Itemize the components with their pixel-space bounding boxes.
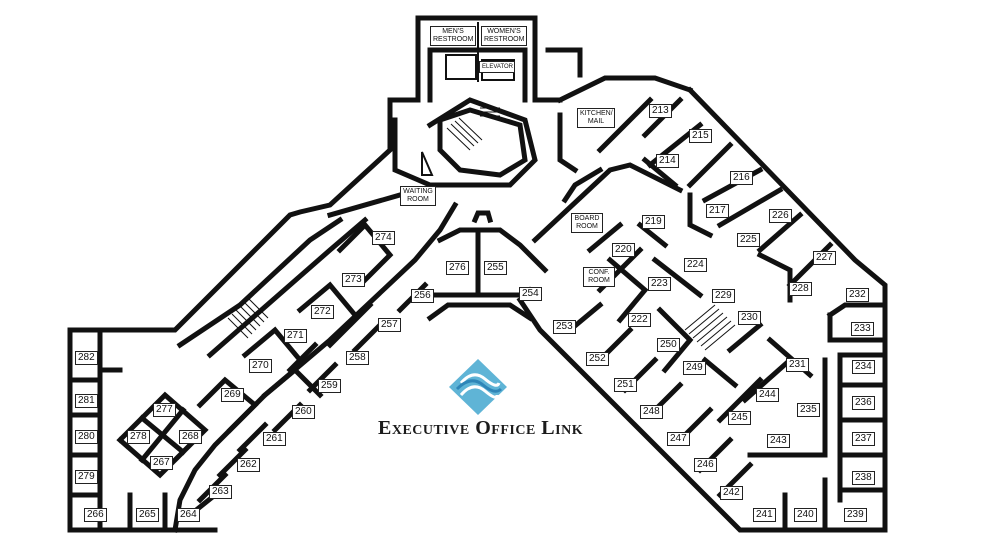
room-242[interactable]: 242 xyxy=(720,486,743,500)
room-236[interactable]: 236 xyxy=(852,396,875,410)
room-257[interactable]: 257 xyxy=(378,318,401,332)
room-258[interactable]: 258 xyxy=(346,351,369,365)
room-266[interactable]: 266 xyxy=(84,508,107,522)
room-219[interactable]: 219 xyxy=(642,215,665,229)
room-243[interactable]: 243 xyxy=(767,434,790,448)
room-250[interactable]: 250 xyxy=(657,338,680,352)
room-220[interactable]: 220 xyxy=(612,243,635,257)
room-265[interactable]: 265 xyxy=(136,508,159,522)
room-272[interactable]: 272 xyxy=(311,305,334,319)
room-224[interactable]: 224 xyxy=(684,258,707,272)
room-216[interactable]: 216 xyxy=(730,171,753,185)
room-213[interactable]: 213 xyxy=(649,104,672,118)
room-271[interactable]: 271 xyxy=(284,329,307,343)
room-254[interactable]: 254 xyxy=(519,287,542,301)
room-259[interactable]: 259 xyxy=(318,379,341,393)
brand-name: Executive Office Link xyxy=(378,417,584,439)
label-mens-restroom[interactable]: MEN'S RESTROOM xyxy=(430,26,476,46)
room-282[interactable]: 282 xyxy=(75,351,98,365)
room-274[interactable]: 274 xyxy=(372,231,395,245)
room-263[interactable]: 263 xyxy=(209,485,232,499)
label-kitchen-mail[interactable]: KITCHEN/ MAIL xyxy=(577,108,615,128)
room-280[interactable]: 280 xyxy=(75,430,98,444)
room-240[interactable]: 240 xyxy=(794,508,817,522)
room-230[interactable]: 230 xyxy=(738,311,761,325)
room-278[interactable]: 278 xyxy=(127,430,150,444)
room-268[interactable]: 268 xyxy=(179,430,202,444)
room-235[interactable]: 235 xyxy=(797,403,820,417)
room-233[interactable]: 233 xyxy=(851,322,874,336)
room-239[interactable]: 239 xyxy=(844,508,867,522)
room-251[interactable]: 251 xyxy=(614,378,637,392)
executive-office-link-logo xyxy=(449,359,507,415)
room-262[interactable]: 262 xyxy=(237,458,260,472)
room-248[interactable]: 248 xyxy=(640,405,663,419)
room-273[interactable]: 273 xyxy=(342,273,365,287)
room-252[interactable]: 252 xyxy=(586,352,609,366)
room-261[interactable]: 261 xyxy=(263,432,286,446)
stairs-east xyxy=(684,304,736,351)
room-237[interactable]: 237 xyxy=(852,432,875,446)
room-279[interactable]: 279 xyxy=(75,470,98,484)
stairs-central xyxy=(446,107,500,151)
room-281[interactable]: 281 xyxy=(75,394,98,408)
label-waiting-room[interactable]: WAITING ROOM xyxy=(400,186,436,206)
room-276[interactable]: 276 xyxy=(446,261,469,275)
room-277[interactable]: 277 xyxy=(153,403,176,417)
room-260[interactable]: 260 xyxy=(292,405,315,419)
room-241[interactable]: 241 xyxy=(753,508,776,522)
room-247[interactable]: 247 xyxy=(667,432,690,446)
label-board-room[interactable]: BOARD ROOM xyxy=(571,213,603,233)
room-222[interactable]: 222 xyxy=(628,313,651,327)
room-232[interactable]: 232 xyxy=(846,288,869,302)
label-elevator[interactable]: ELEVATOR xyxy=(479,61,515,73)
room-227[interactable]: 227 xyxy=(813,251,836,265)
room-231[interactable]: 231 xyxy=(786,358,809,372)
room-234[interactable]: 234 xyxy=(852,360,875,374)
stairs-west xyxy=(227,297,269,339)
room-215[interactable]: 215 xyxy=(689,129,712,143)
room-264[interactable]: 264 xyxy=(177,508,200,522)
room-228[interactable]: 228 xyxy=(789,282,812,296)
room-267[interactable]: 267 xyxy=(150,456,173,470)
room-269[interactable]: 269 xyxy=(221,388,244,402)
room-244[interactable]: 244 xyxy=(756,388,779,402)
room-223[interactable]: 223 xyxy=(648,277,671,291)
room-253[interactable]: 253 xyxy=(553,320,576,334)
room-270[interactable]: 270 xyxy=(249,359,272,373)
room-214[interactable]: 214 xyxy=(656,154,679,168)
room-249[interactable]: 249 xyxy=(683,361,706,375)
room-246[interactable]: 246 xyxy=(694,458,717,472)
room-255[interactable]: 255 xyxy=(484,261,507,275)
label-womens-restroom[interactable]: WOMEN'S RESTROOM xyxy=(481,26,527,46)
room-217[interactable]: 217 xyxy=(706,204,729,218)
room-226[interactable]: 226 xyxy=(769,209,792,223)
room-256[interactable]: 256 xyxy=(411,289,434,303)
label-conf-room[interactable]: CONF. ROOM xyxy=(583,267,615,287)
room-225[interactable]: 225 xyxy=(737,233,760,247)
room-229[interactable]: 229 xyxy=(712,289,735,303)
room-238[interactable]: 238 xyxy=(852,471,875,485)
room-245[interactable]: 245 xyxy=(728,411,751,425)
